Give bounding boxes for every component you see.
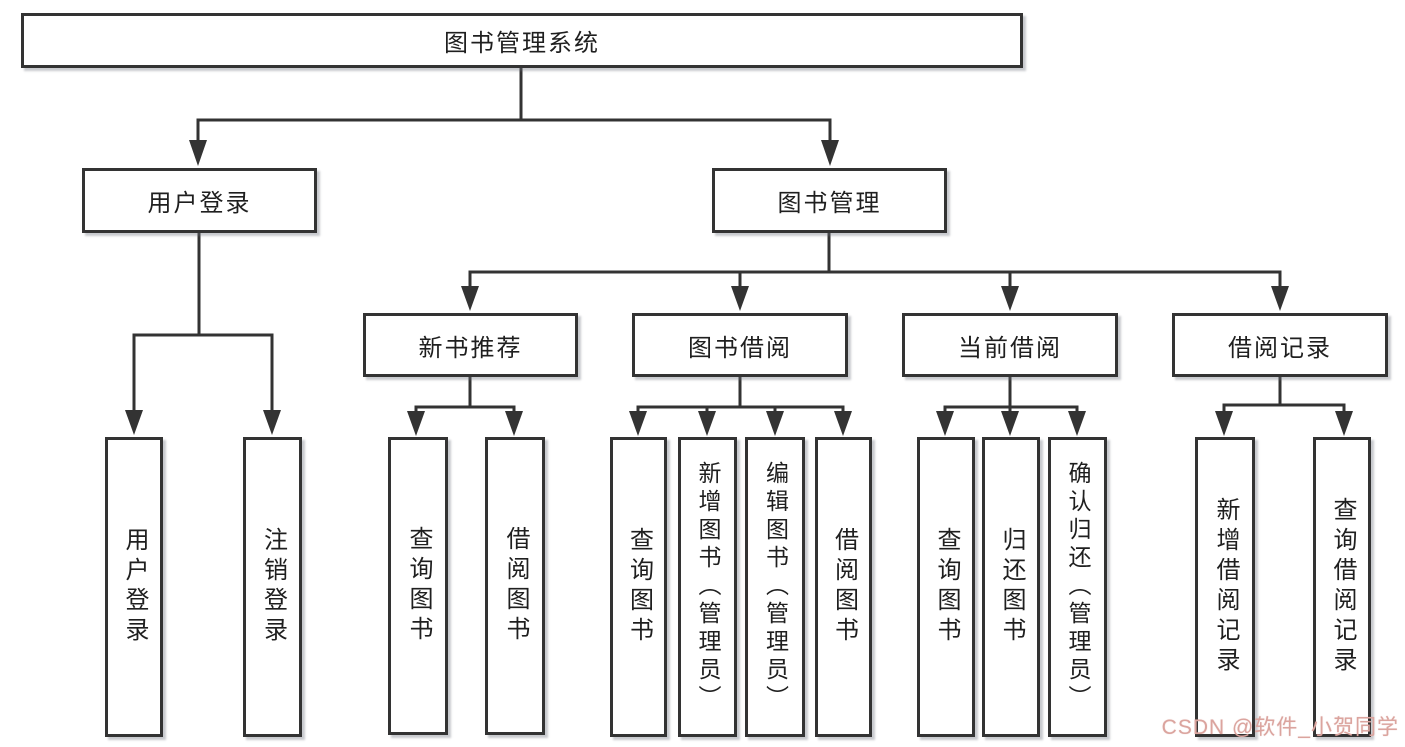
node-label: 当前借阅 — [958, 334, 1062, 362]
node-user-login: 用户登录 — [82, 168, 317, 233]
node-current-borrow: 当前借阅 — [902, 313, 1118, 377]
node-label: 归还图书 — [998, 527, 1025, 647]
node-label: 用户登录 — [147, 190, 252, 217]
leaf-query-books: 查询图书 — [388, 437, 448, 735]
leaf-add-borrow-record: 新增借阅记录 — [1195, 437, 1255, 737]
leaf-confirm-return-admin: 确认归还（管理员） — [1048, 437, 1107, 737]
node-label: 查询图书 — [405, 526, 432, 646]
node-label: 查询借阅记录 — [1329, 497, 1356, 677]
node-borrow-records: 借阅记录 — [1172, 313, 1388, 377]
node-library-management-system: 图书管理系统 — [21, 13, 1023, 68]
leaf-return-books: 归还图书 — [982, 437, 1040, 737]
leaf-query-books: 查询图书 — [610, 437, 667, 737]
leaf-query-books: 查询图书 — [917, 437, 975, 737]
node-label: 借阅图书 — [502, 526, 529, 646]
csdn-watermark: CSDN @软件_小贺同学 — [1161, 716, 1399, 739]
leaf-borrow-books: 借阅图书 — [815, 437, 872, 737]
node-label: 图书管理 — [777, 190, 882, 217]
leaf-user-login: 用户登录 — [105, 437, 163, 737]
leaf-edit-book-admin: 编辑图书（管理员） — [745, 437, 805, 737]
node-label: 查询图书 — [933, 527, 960, 647]
node-label: 新增借阅记录 — [1212, 497, 1239, 677]
node-new-book-recommend: 新书推荐 — [363, 313, 578, 377]
leaf-logout: 注销登录 — [243, 437, 302, 737]
node-label: 借阅记录 — [1228, 334, 1332, 362]
node-label: 图书管理系统 — [444, 30, 600, 57]
arrowheads — [125, 140, 1353, 436]
node-label: 确认归还（管理员） — [1065, 461, 1091, 713]
leaf-borrow-books: 借阅图书 — [485, 437, 545, 735]
node-label: 注销登录 — [259, 527, 287, 647]
node-label: 新增图书（管理员） — [695, 461, 721, 713]
node-book-management: 图书管理 — [712, 168, 947, 233]
node-label: 编辑图书（管理员） — [762, 461, 789, 713]
node-label: 用户登录 — [121, 527, 148, 647]
node-book-borrow: 图书借阅 — [632, 313, 848, 377]
node-label: 新书推荐 — [418, 334, 523, 362]
node-label: 借阅图书 — [830, 527, 858, 647]
leaf-add-book-admin: 新增图书（管理员） — [678, 437, 737, 737]
leaf-query-borrow-record: 查询借阅记录 — [1313, 437, 1371, 737]
node-label: 图书借阅 — [688, 334, 792, 362]
node-label: 查询图书 — [625, 527, 653, 647]
